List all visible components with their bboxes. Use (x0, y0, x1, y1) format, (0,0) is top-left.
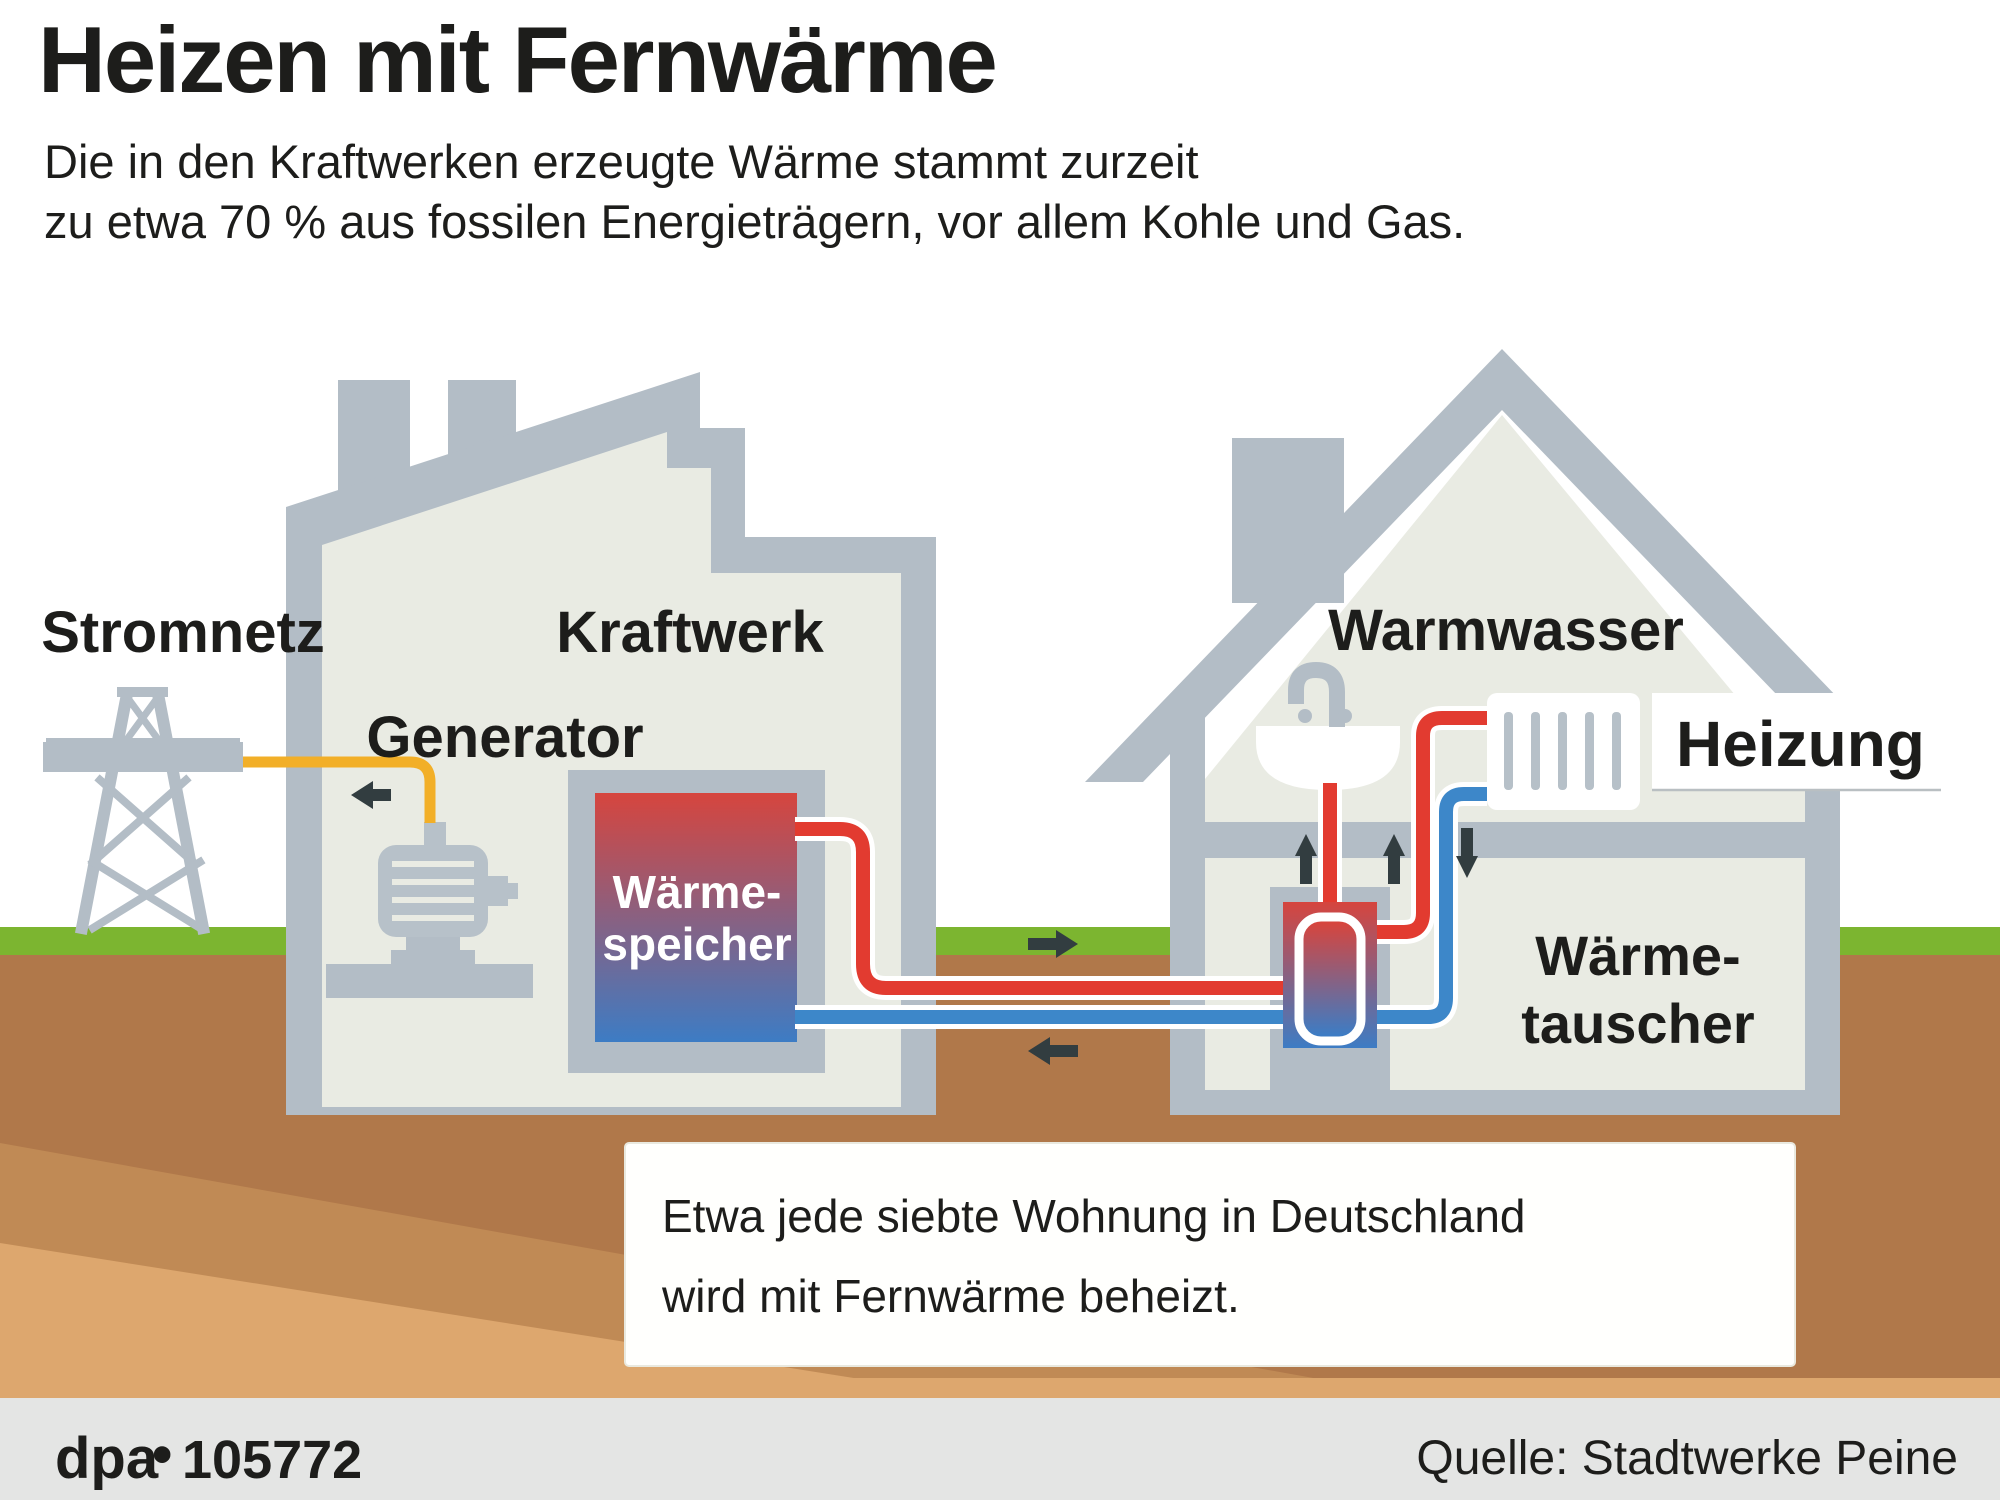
power-cable (243, 756, 436, 823)
info-box: Etwa jede siebte Wohnung in Deutschland … (624, 1142, 1796, 1367)
arrow-up-1 (1295, 834, 1317, 884)
heizung-callout: Heizung (1652, 693, 1941, 792)
label-waermetauscher-line2: tauscher (1521, 992, 1754, 1055)
label-kraftwerk: Kraftwerk (556, 600, 824, 665)
pipes (243, 706, 1487, 1029)
subtitle-line2: zu etwa 70 % aus fossilen Energieträgern… (44, 195, 1465, 248)
heat-storage-tank (595, 793, 797, 1042)
house-floor-slab (1205, 822, 1805, 858)
sink-icon (1256, 661, 1400, 790)
soil-light-strip (0, 1378, 2000, 1398)
house-wall-left (1170, 715, 1205, 1115)
radiator-icon (1487, 693, 1640, 810)
dpa-bullet: • (152, 1422, 172, 1487)
power-pylon-icon (43, 686, 243, 936)
label-heizung: Heizung (1676, 708, 1925, 780)
generator-icon (326, 822, 533, 998)
arrow-up-2 (1383, 834, 1405, 884)
arrow-left-return (1028, 1037, 1078, 1065)
heat-exchanger-icon (1283, 902, 1377, 1048)
footer-bar: dpa • 105772 Quelle: Stadtwerke Peine (0, 1398, 2000, 1500)
arrow-down-1 (1456, 828, 1478, 878)
power-plant-building (286, 372, 936, 1115)
arrow-right-supply (1028, 930, 1078, 958)
label-waermetauscher-line1: Wärme- (1535, 924, 1740, 987)
flow-arrows (351, 781, 1478, 1065)
source-credit: Quelle: Stadtwerke Peine (1416, 1432, 1958, 1485)
house-foundation (1170, 1090, 1840, 1115)
cold-return-pipe (795, 787, 1487, 1024)
subtitle-line1: Die in den Kraftwerken erzeugte Wärme st… (44, 135, 1199, 188)
radiator-supply-pipe (1377, 711, 1487, 939)
hot-supply-pipe (795, 822, 1322, 995)
graphic-id: 105772 (182, 1430, 362, 1490)
arrow-left-generator (351, 781, 391, 809)
infobox-line2: wird mit Fernwärme beheizt. (661, 1270, 1240, 1322)
label-waermespeicher-line2: speicher (602, 918, 791, 970)
page-title: Heizen mit Fernwärme (38, 7, 996, 112)
label-waermespeicher-line1: Wärme- (613, 866, 782, 918)
label-warmwasser: Warmwasser (1328, 598, 1684, 663)
infobox-line1: Etwa jede siebte Wohnung in Deutschland (662, 1190, 1526, 1242)
label-generator: Generator (366, 705, 643, 770)
label-stromnetz: Stromnetz (41, 600, 325, 665)
dpa-logo: dpa (55, 1426, 159, 1491)
pylon-crossarm (43, 742, 243, 772)
